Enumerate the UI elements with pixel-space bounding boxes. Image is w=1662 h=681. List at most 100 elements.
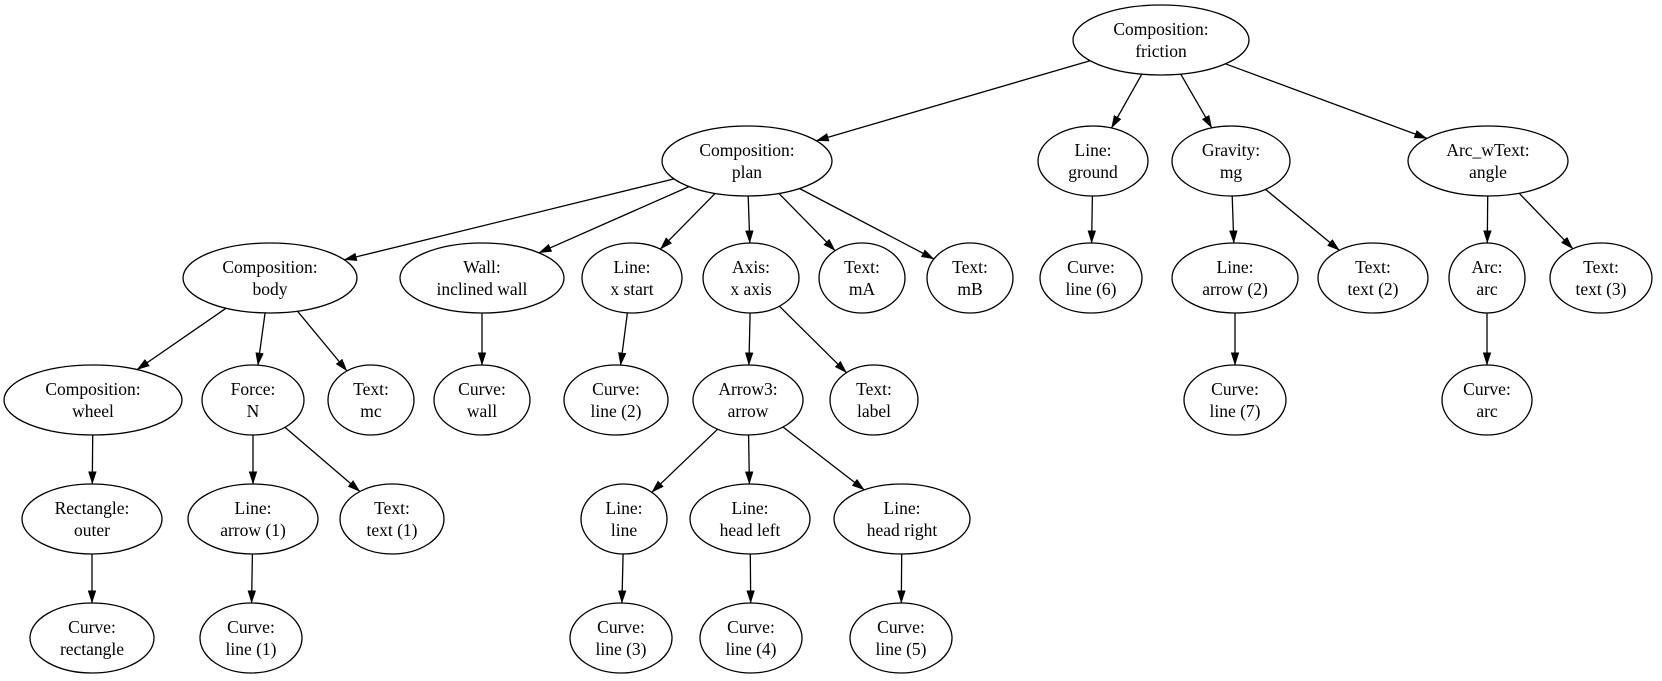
edge-ground-line6 xyxy=(1087,195,1097,244)
edges-layer xyxy=(87,60,1574,604)
edge-plan-xstart xyxy=(659,192,716,250)
node-curvewall-type-label: Curve: xyxy=(458,379,506,399)
node-mg-shape xyxy=(1171,125,1291,197)
node-friction-type-label: Composition: xyxy=(1113,19,1208,39)
node-line1-type-label: Curve: xyxy=(227,617,275,637)
node-friction: Composition:friction xyxy=(1072,4,1250,76)
node-text1-name-label: text (1) xyxy=(366,520,417,540)
node-arrow3-shape xyxy=(692,364,804,436)
node-arrow3-type-label: Arrow3: xyxy=(718,379,777,399)
node-label: Text:label xyxy=(829,364,919,436)
edge-plan-xaxis xyxy=(745,195,754,244)
node-wheel: Composition:wheel xyxy=(3,364,183,436)
node-curvearc-name-label: arc xyxy=(1476,401,1498,421)
node-line1: Curve:line (1) xyxy=(199,602,303,674)
node-xaxis: Axis:x axis xyxy=(702,242,800,314)
edge-plan-body xyxy=(343,178,675,261)
edge-arrow3-headright xyxy=(782,426,865,491)
node-text2: Text:text (2) xyxy=(1317,242,1429,314)
node-line6-name-label: line (6) xyxy=(1065,279,1116,299)
node-outer-shape xyxy=(21,483,163,555)
node-arrow1-shape xyxy=(187,483,319,555)
node-curvewall-shape xyxy=(433,364,531,436)
node-wall-shape xyxy=(399,242,565,314)
edge-body-mc xyxy=(296,310,348,372)
node-plan-type-label: Composition: xyxy=(699,140,794,160)
node-line6: Curve:line (6) xyxy=(1039,242,1143,314)
node-xstart-type-label: Line: xyxy=(614,257,651,277)
node-text1: Text:text (1) xyxy=(339,483,445,555)
node-plan-name-label: plan xyxy=(732,162,762,182)
edge-plan-wall xyxy=(538,186,690,254)
node-line7-name-label: line (7) xyxy=(1209,401,1260,421)
node-mA-shape xyxy=(818,242,906,314)
edge-body-forceN xyxy=(255,312,266,366)
node-mB-name-label: mB xyxy=(957,279,982,299)
node-line3-type-label: Curve: xyxy=(597,617,645,637)
node-headright: Line:head right xyxy=(833,483,971,555)
node-arc-type-label: Arc: xyxy=(1471,257,1502,277)
node-arrow1-name-label: arrow (1) xyxy=(220,520,286,540)
node-xaxis-type-label: Axis: xyxy=(732,257,770,277)
node-mB-shape xyxy=(926,242,1014,314)
node-headleft-type-label: Line: xyxy=(732,498,769,518)
node-line4: Curve:line (4) xyxy=(699,602,803,674)
node-wall-name-label: inclined wall xyxy=(437,279,528,299)
node-arrow3-name-label: arrow xyxy=(728,401,769,421)
node-mA-name-label: mA xyxy=(849,279,876,299)
node-mA: Text:mA xyxy=(818,242,906,314)
node-line5-shape xyxy=(849,602,953,674)
edge-arrow3-linenode xyxy=(651,428,719,493)
edge-xaxis-arrow3 xyxy=(744,312,754,366)
node-mg: Gravity:mg xyxy=(1171,125,1291,197)
node-angle: Arc_wText:angle xyxy=(1407,125,1569,197)
node-xaxis-shape xyxy=(702,242,800,314)
node-ground-type-label: Line: xyxy=(1075,140,1112,160)
node-text3-type-label: Text: xyxy=(1583,257,1619,277)
node-label-shape xyxy=(829,364,919,436)
node-forceN-type-label: Force: xyxy=(231,379,276,399)
node-wheel-name-label: wheel xyxy=(72,401,114,421)
node-curvewall-name-label: wall xyxy=(467,401,497,421)
node-mA-type-label: Text: xyxy=(844,257,880,277)
node-headright-name-label: head right xyxy=(867,520,938,540)
node-arrow1-type-label: Line: xyxy=(235,498,272,518)
edge-plan-mA xyxy=(778,192,836,252)
node-arrow3: Arrow3:arrow xyxy=(692,364,804,436)
node-line6-type-label: Curve: xyxy=(1067,257,1115,277)
node-line2-shape xyxy=(563,364,669,436)
edge-xstart-line2 xyxy=(618,312,629,366)
node-angle-type-label: Arc_wText: xyxy=(1446,140,1529,160)
node-ground-shape xyxy=(1037,125,1149,197)
node-line4-name-label: line (4) xyxy=(725,639,776,659)
edge-friction-plan xyxy=(815,60,1091,142)
node-line3-name-label: line (3) xyxy=(595,639,646,659)
node-text2-type-label: Text: xyxy=(1355,257,1391,277)
node-headleft: Line:head left xyxy=(689,483,811,555)
node-headright-type-label: Line: xyxy=(884,498,921,518)
node-friction-shape xyxy=(1072,4,1250,76)
node-label-name-label: label xyxy=(857,401,891,421)
node-linenode-type-label: Line: xyxy=(606,498,643,518)
node-curvearc-shape xyxy=(1441,364,1533,436)
node-arrow2-shape xyxy=(1171,242,1299,314)
node-mB: Text:mB xyxy=(926,242,1014,314)
node-line2-name-label: line (2) xyxy=(590,401,641,421)
node-outer-type-label: Rectangle: xyxy=(55,498,130,518)
node-curverect-type-label: Curve: xyxy=(68,617,116,637)
edge-arrow3-headleft xyxy=(744,434,754,485)
node-xstart: Line:x start xyxy=(581,242,683,314)
node-curvearc-type-label: Curve: xyxy=(1463,379,1511,399)
node-mB-type-label: Text: xyxy=(952,257,988,277)
node-xstart-name-label: x start xyxy=(610,279,653,299)
node-xaxis-name-label: x axis xyxy=(730,279,772,299)
node-forceN-shape xyxy=(201,364,305,436)
node-text3: Text:text (3) xyxy=(1549,242,1653,314)
edge-mg-text2 xyxy=(1265,188,1340,251)
edge-linenode-line3 xyxy=(618,553,627,604)
edge-friction-ground xyxy=(1110,73,1143,129)
node-text2-name-label: text (2) xyxy=(1347,279,1398,299)
node-forceN-name-label: N xyxy=(247,401,260,421)
